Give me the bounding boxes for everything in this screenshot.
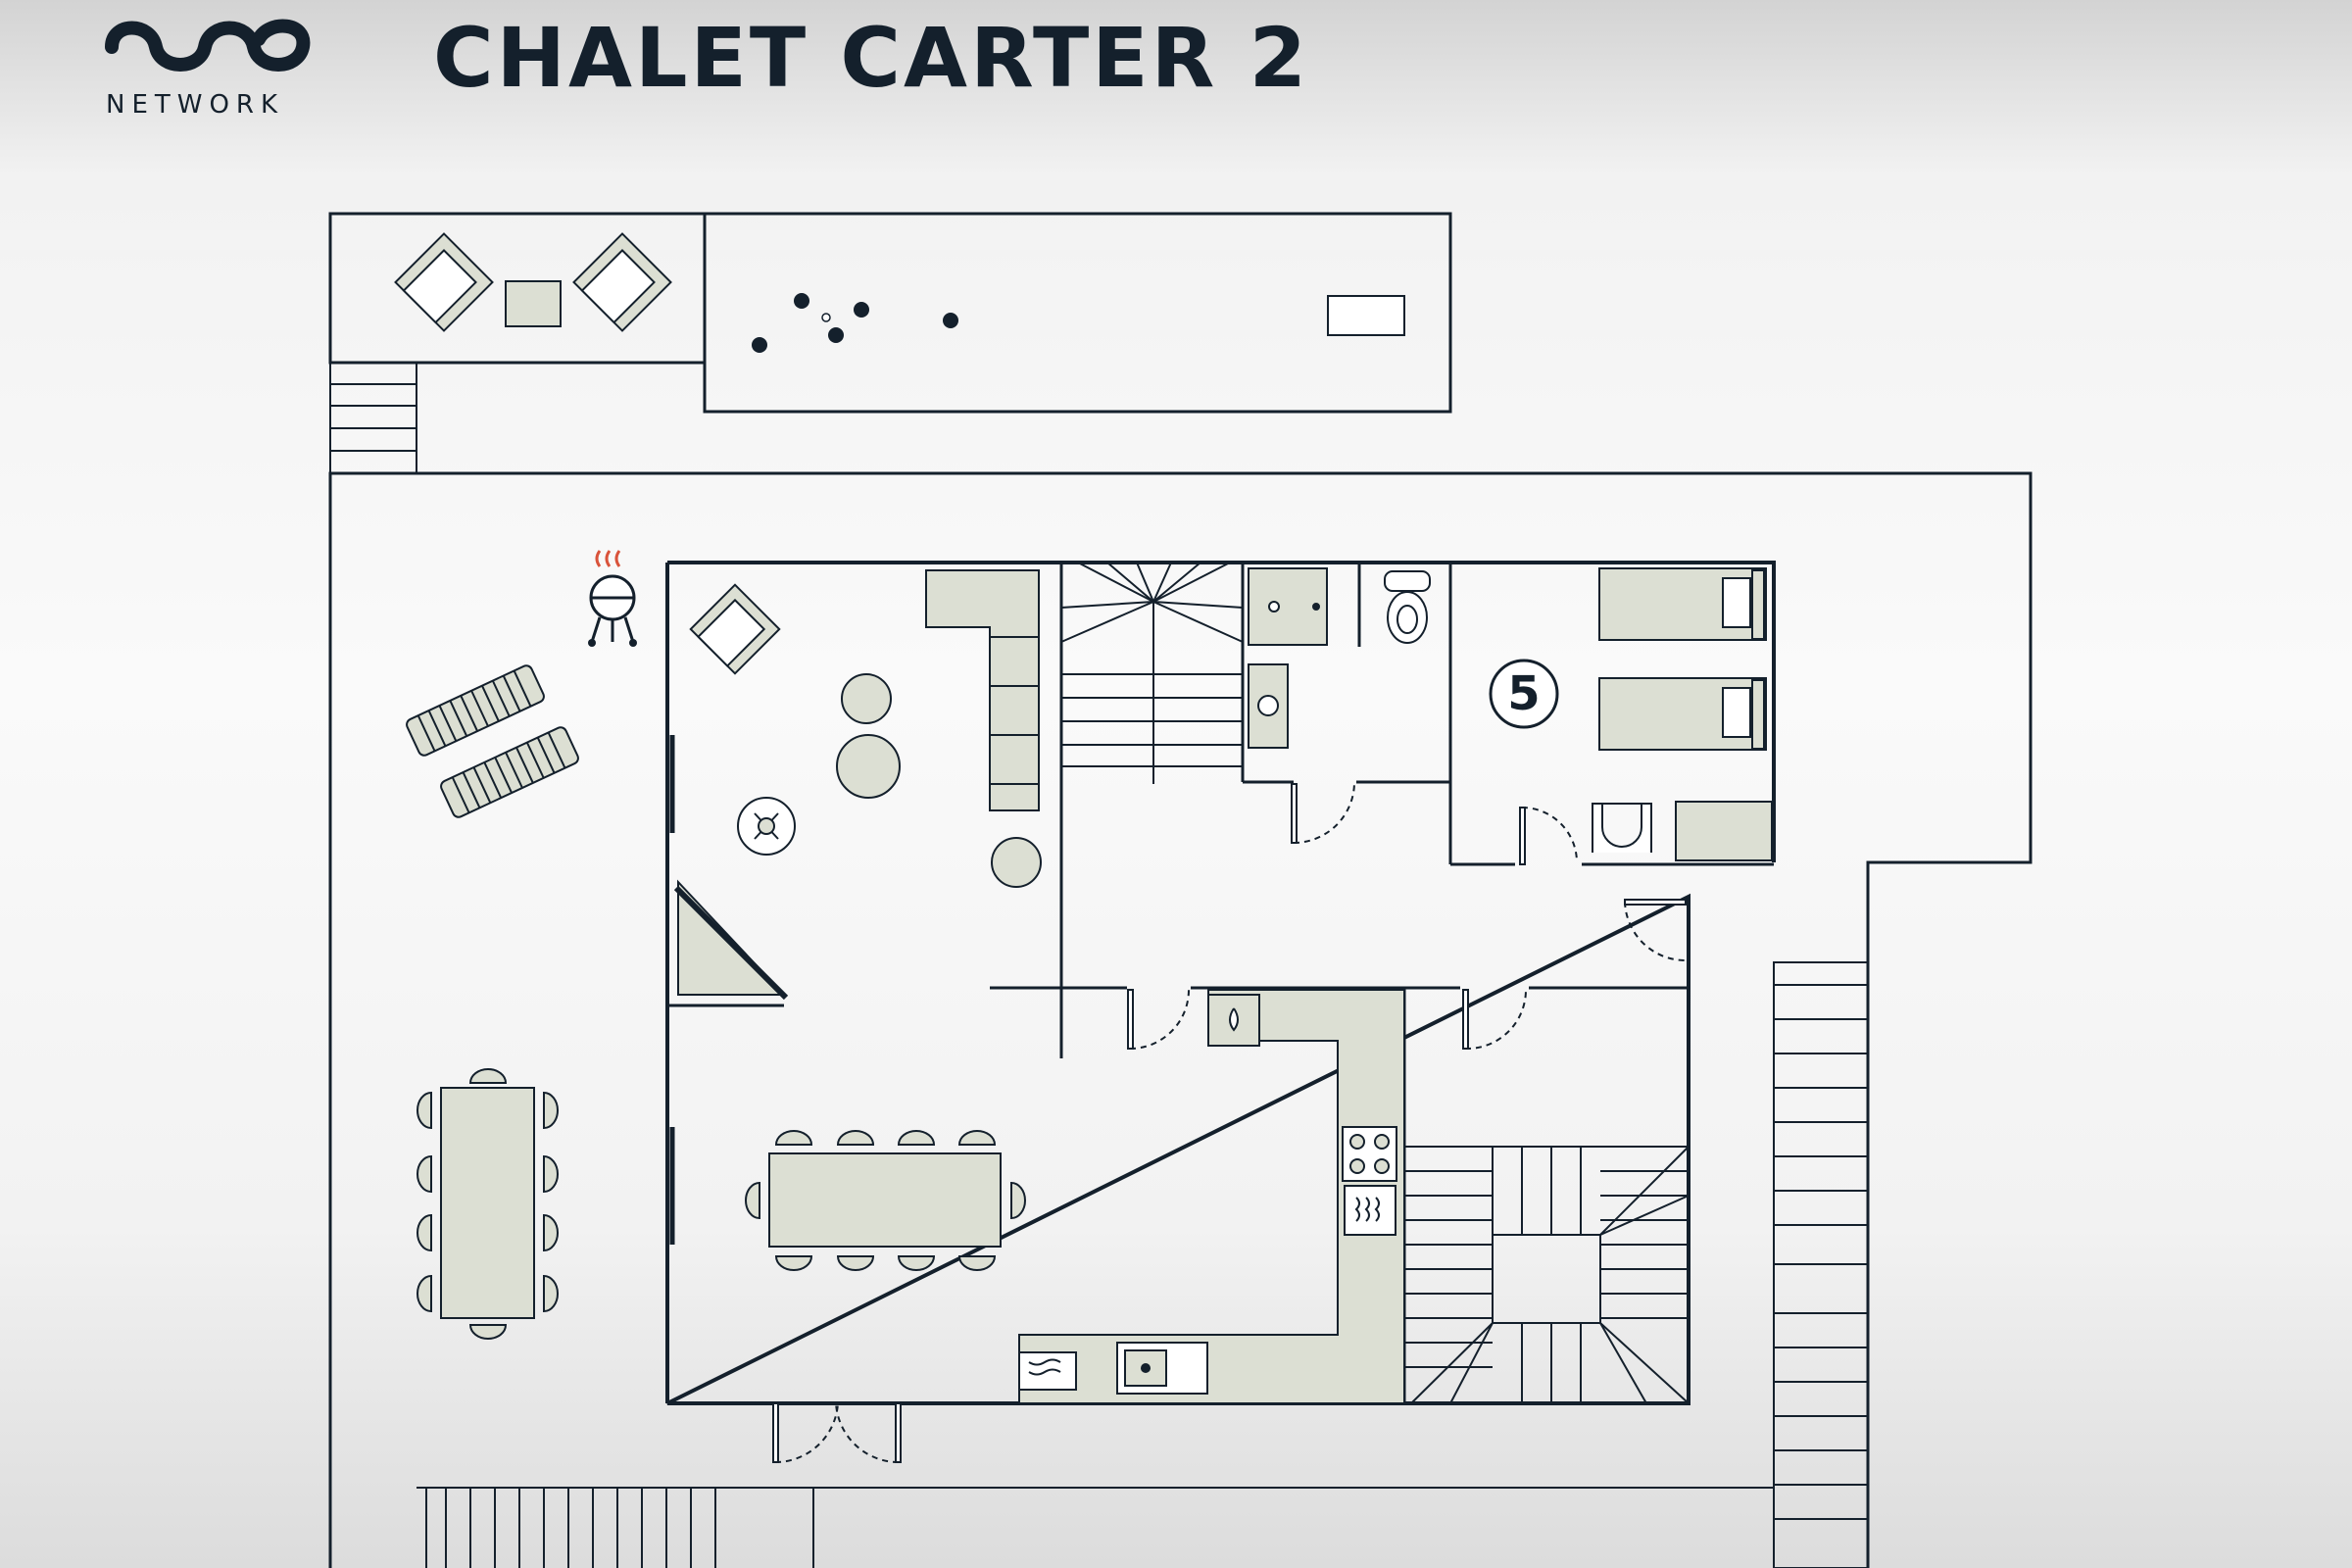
page-title: CHALET CARTER 2 [433,10,1310,106]
hot-tub-deck [703,212,1452,414]
bbq-icon [588,550,637,647]
room-number-badge: 5 [1489,659,1559,729]
hot-tub-jets [752,293,958,353]
bedroom-5-furniture [1592,567,1773,861]
living-room-furniture [673,569,1042,1001]
balcony-stairs [329,362,417,474]
brand-name: NETWORK [106,90,285,120]
kitchen-counter [1018,989,1405,1404]
interior-walls [667,563,1774,1403]
staircase-lower [1404,1146,1690,1404]
room-number: 5 [1507,666,1540,721]
bathroom-fixtures [1248,567,1431,749]
doors [772,781,1687,1464]
exterior-stairs-bottom [416,1487,1774,1568]
hot-tub-panel [1327,295,1405,336]
brand-logo-icon [105,19,311,72]
staircase-upper [1060,562,1244,784]
exterior-stairs-right [1773,961,1869,1568]
indoor-dining-table [745,1130,1026,1271]
sun-loungers [406,664,579,818]
balcony-furniture [394,232,672,332]
outdoor-dining-table [416,1068,559,1340]
